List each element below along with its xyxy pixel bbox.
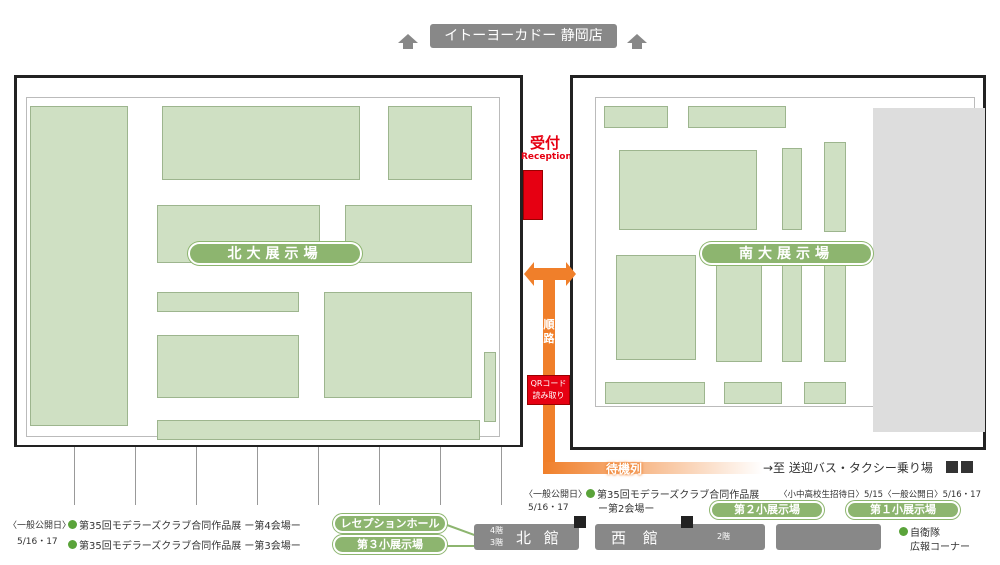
booth bbox=[345, 205, 472, 263]
booth bbox=[604, 106, 668, 128]
south-main-hall-label: 南大展示場 bbox=[700, 242, 873, 265]
event-title: 第35回モデラーズクラブ合同作品展 bbox=[597, 490, 760, 501]
connector-line bbox=[447, 545, 477, 547]
route-arrow-horizontal bbox=[532, 268, 568, 280]
event-date: 5/16・17 bbox=[17, 537, 58, 547]
event-item: 第35回モデラーズクラブ合同作品展 ー第3会場ー bbox=[68, 537, 301, 552]
booth bbox=[616, 255, 696, 360]
up-arrow-icon-stem bbox=[403, 43, 413, 49]
booth bbox=[388, 106, 472, 180]
connector-line bbox=[446, 524, 476, 537]
queue-line bbox=[543, 462, 763, 474]
storage-area bbox=[873, 108, 985, 432]
booth bbox=[619, 150, 757, 230]
small-hall-2-label: 第２小展示場 bbox=[710, 501, 824, 519]
booth bbox=[157, 292, 299, 312]
event-title: 第35回モデラーズクラブ合同作品展 bbox=[79, 521, 242, 532]
booth bbox=[605, 382, 705, 404]
reception-label-en: Reception bbox=[521, 152, 572, 162]
booth bbox=[782, 148, 802, 230]
booth bbox=[157, 335, 299, 398]
green-dot-icon bbox=[68, 540, 77, 549]
reception-hall-label: レセプションホール bbox=[333, 514, 447, 533]
route-label: 順路 bbox=[543, 318, 555, 345]
escalator-icon bbox=[574, 516, 586, 528]
booth bbox=[716, 262, 762, 362]
booth bbox=[162, 106, 360, 180]
west-building-label: 西 館 bbox=[611, 529, 664, 547]
north-building[interactable]: 4階 3階 北 館 bbox=[474, 524, 579, 550]
up-arrow-icon-stem bbox=[632, 43, 642, 49]
up-arrow-icon bbox=[398, 34, 418, 43]
qr-checkpoint[interactable]: QRコード読み取り bbox=[527, 375, 570, 405]
green-dot-icon bbox=[899, 527, 908, 536]
booth bbox=[724, 382, 782, 404]
event-venue: ー第2会場ー bbox=[598, 504, 655, 515]
event-venue: 広報コーナー bbox=[910, 542, 970, 553]
annex-building[interactable] bbox=[776, 524, 881, 550]
booth bbox=[30, 106, 128, 426]
booth bbox=[824, 262, 846, 362]
escalator-icon bbox=[681, 516, 693, 528]
bus-icon bbox=[946, 461, 958, 473]
event-title: 自衛隊 bbox=[910, 528, 940, 539]
booth bbox=[324, 292, 472, 398]
event-date-label: 〈一般公開日〉 bbox=[8, 521, 72, 531]
taxi-icon bbox=[961, 461, 973, 473]
store-label: イトーヨーカドー 静岡店 bbox=[430, 24, 617, 48]
booth bbox=[157, 420, 480, 440]
event-venue: ー第3会場ー bbox=[244, 541, 301, 552]
floor-3-label: 3階 bbox=[490, 538, 504, 547]
event-item: 自衛隊 bbox=[899, 524, 940, 539]
north-lower-rooms bbox=[14, 445, 523, 505]
north-main-hall-label: 北大展示場 bbox=[188, 242, 362, 265]
arrow-right-icon bbox=[566, 262, 576, 286]
booth bbox=[824, 142, 846, 232]
event-item: 第35回モデラーズクラブ合同作品展 ー第4会場ー bbox=[68, 517, 301, 532]
event-extra: 〈小中高校生招待日〉5/15〈一般公開日〉5/16・17 bbox=[779, 490, 981, 500]
event-venue: ー第4会場ー bbox=[244, 521, 301, 532]
bus-taxi-label: →至 送迎バス・タクシー乗り場 bbox=[763, 461, 933, 475]
green-dot-icon bbox=[586, 489, 595, 498]
reception-desk[interactable] bbox=[523, 170, 543, 220]
green-dot-icon bbox=[68, 520, 77, 529]
event-date: 5/16・17 bbox=[528, 503, 569, 513]
north-building-label: 北 館 bbox=[516, 529, 563, 547]
small-hall-1-label: 第１小展示場 bbox=[846, 501, 960, 519]
up-arrow-icon bbox=[627, 34, 647, 43]
queue-label: 待機列 bbox=[606, 462, 643, 476]
booth bbox=[782, 262, 802, 362]
floor-2-label: 2階 bbox=[717, 532, 731, 541]
arrow-left-icon bbox=[524, 262, 534, 286]
west-building[interactable]: 西 館 2階 bbox=[595, 524, 765, 550]
booth bbox=[688, 106, 786, 128]
booth bbox=[484, 352, 496, 422]
event-date-label: 〈一般公開日〉 bbox=[524, 490, 588, 500]
event-item: 第35回モデラーズクラブ合同作品展 bbox=[586, 486, 759, 501]
floor-4-label: 4階 bbox=[490, 526, 504, 535]
reception-label: 受付 bbox=[530, 134, 561, 152]
small-hall-3-label: 第３小展示場 bbox=[333, 535, 447, 554]
event-title: 第35回モデラーズクラブ合同作品展 bbox=[79, 541, 242, 552]
booth bbox=[804, 382, 846, 404]
